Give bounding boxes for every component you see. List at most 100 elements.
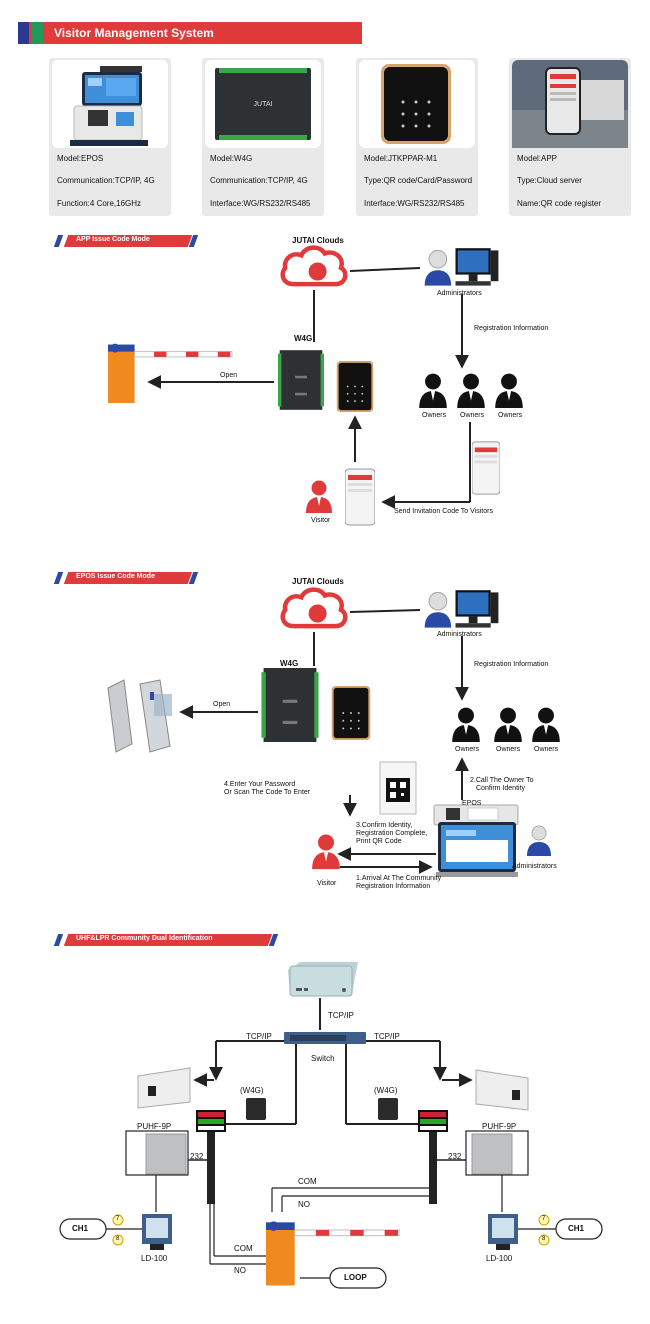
section-accent (53, 934, 64, 946)
owner-icon (495, 373, 523, 408)
open-label: Open (220, 372, 238, 379)
tcpip-label: TCP/IP (328, 1011, 354, 1020)
uhf-reader-icon (471, 1133, 513, 1175)
server-icon (288, 962, 358, 997)
cloud-icon (283, 590, 346, 627)
step3-line3: Print QR Code (356, 838, 402, 845)
owner-icon (457, 373, 485, 408)
loop-detector-icon (488, 1214, 518, 1250)
step3-line2: Registration Complete, (356, 830, 428, 837)
lpr-camera-icon (475, 1069, 529, 1111)
card-line: Communication:TCP/IP, 4G (57, 176, 155, 185)
card-line: Type:QR code/Card/Password (364, 176, 473, 185)
cloud-label: JUTAI Clouds (292, 577, 344, 586)
no-label: NO (234, 1266, 246, 1275)
ch1-box (555, 1218, 603, 1240)
com-label: COM (234, 1244, 253, 1253)
pin-7-marker (112, 1214, 124, 1226)
administrators-icon (424, 589, 499, 629)
owner-label: Owners (496, 746, 521, 753)
com-label: COM (298, 1177, 317, 1186)
app-mode-section-header: APP Issue Code Mode (53, 235, 199, 247)
turnstile-icon (107, 679, 172, 753)
owner-icon (419, 373, 447, 408)
visitor-label: Visitor (317, 880, 337, 887)
administrators-label: Administrators (512, 863, 557, 870)
pin-8-label: 8 (542, 1236, 546, 1242)
pin-8-marker (112, 1234, 124, 1246)
switch-icon (284, 1032, 366, 1044)
qr-receipt-icon (379, 761, 417, 815)
owner-phone-icon (472, 441, 500, 495)
send-code-label: Send Invitation Code To Visitors (394, 508, 493, 515)
section-accent (53, 572, 64, 584)
w4g-label: (W4G) (374, 1086, 398, 1095)
visitor-phone-icon (345, 468, 375, 526)
w4g-reader-icon (246, 1098, 266, 1120)
administrators-label: Administrators (437, 290, 482, 297)
w4g-controller-icon (261, 668, 319, 742)
step3-line1: 3.Confirm Identity, (356, 822, 413, 829)
uhf-mode-section-header: UHF&LPR Community Dual Identification (53, 934, 279, 946)
loop-detector-icon (142, 1214, 172, 1250)
visitor-icon (306, 480, 332, 513)
lpr-camera-icon (137, 1067, 191, 1109)
app-mode-title: APP Issue Code Mode (76, 236, 150, 243)
card-line: Model:APP (517, 154, 558, 163)
camera-pole (429, 1132, 437, 1204)
led-display-icon (418, 1110, 448, 1132)
cloud-label: JUTAI Clouds (292, 236, 344, 245)
pin-7-marker (538, 1214, 550, 1226)
w4g-controller-image: JUTAI (205, 60, 321, 148)
product-card-app: Model:APP Type:Cloud server Name:QR code… (509, 58, 631, 216)
card-line: Name:QR code register (517, 199, 602, 208)
tcpip-label: TCP/IP (374, 1032, 400, 1041)
w4g-reader-icon (378, 1098, 398, 1120)
step1-line1: 1.Arrival At The Community (356, 875, 442, 882)
owner-icon (494, 707, 522, 742)
owner-label: Owners (422, 412, 447, 419)
step1-line2: Registration Information (356, 883, 431, 890)
registration-info-label: Registration Information (474, 661, 549, 668)
page-title: Visitor Management System (54, 26, 214, 40)
ld-label: LD-100 (141, 1254, 168, 1263)
step2-line1: 2.Call The Owner To (470, 777, 534, 784)
administrators-label: Administrators (437, 631, 482, 638)
card-line: Interface:WG/RS232/RS485 (364, 199, 465, 208)
uhf-reader-icon (145, 1133, 187, 1175)
port-label: 232 (190, 1152, 204, 1161)
owner-label: Owners (460, 412, 485, 419)
epos-terminal-icon (433, 804, 519, 877)
cloud-icon (283, 248, 346, 285)
w4g-controller-icon (278, 350, 324, 410)
qr-reader-icon (336, 361, 374, 412)
card-line: Communication:TCP/IP, 4G (210, 176, 308, 185)
loop-box (329, 1267, 387, 1289)
owner-icon (452, 707, 480, 742)
step2-line2: Confirm Identity (476, 785, 526, 792)
owner-icon (532, 707, 560, 742)
card-line: Model:EPOS (57, 154, 104, 163)
owner-label: Owners (534, 746, 559, 753)
pin-8-label: 8 (116, 1236, 120, 1242)
owner-label: Owners (498, 412, 523, 419)
app-phone-image (512, 60, 628, 148)
puhf-label: PUHF-9P (482, 1122, 517, 1131)
ch1-box (59, 1218, 107, 1240)
administrator-person-icon (527, 825, 551, 856)
no-label: NO (298, 1200, 310, 1209)
product-card-w4g: JUTAI Model:W4G Communication:TCP/IP, 4G… (202, 58, 324, 216)
epos-terminal-image (52, 60, 168, 148)
pin-7-label: 7 (116, 1216, 120, 1222)
svg-text:JUTAI: JUTAI (254, 101, 273, 108)
header-green-block (32, 22, 43, 44)
ch1-label: CH1 (72, 1224, 89, 1233)
qr-reader-icon (331, 686, 371, 740)
administrators-icon (424, 247, 499, 287)
barrier-gate-icon (107, 343, 233, 403)
visitor-icon (312, 834, 340, 870)
port-label: 232 (448, 1152, 462, 1161)
card-line: Function:4 Core,16GHz (57, 199, 142, 208)
epos-label: EPOS (462, 800, 482, 807)
